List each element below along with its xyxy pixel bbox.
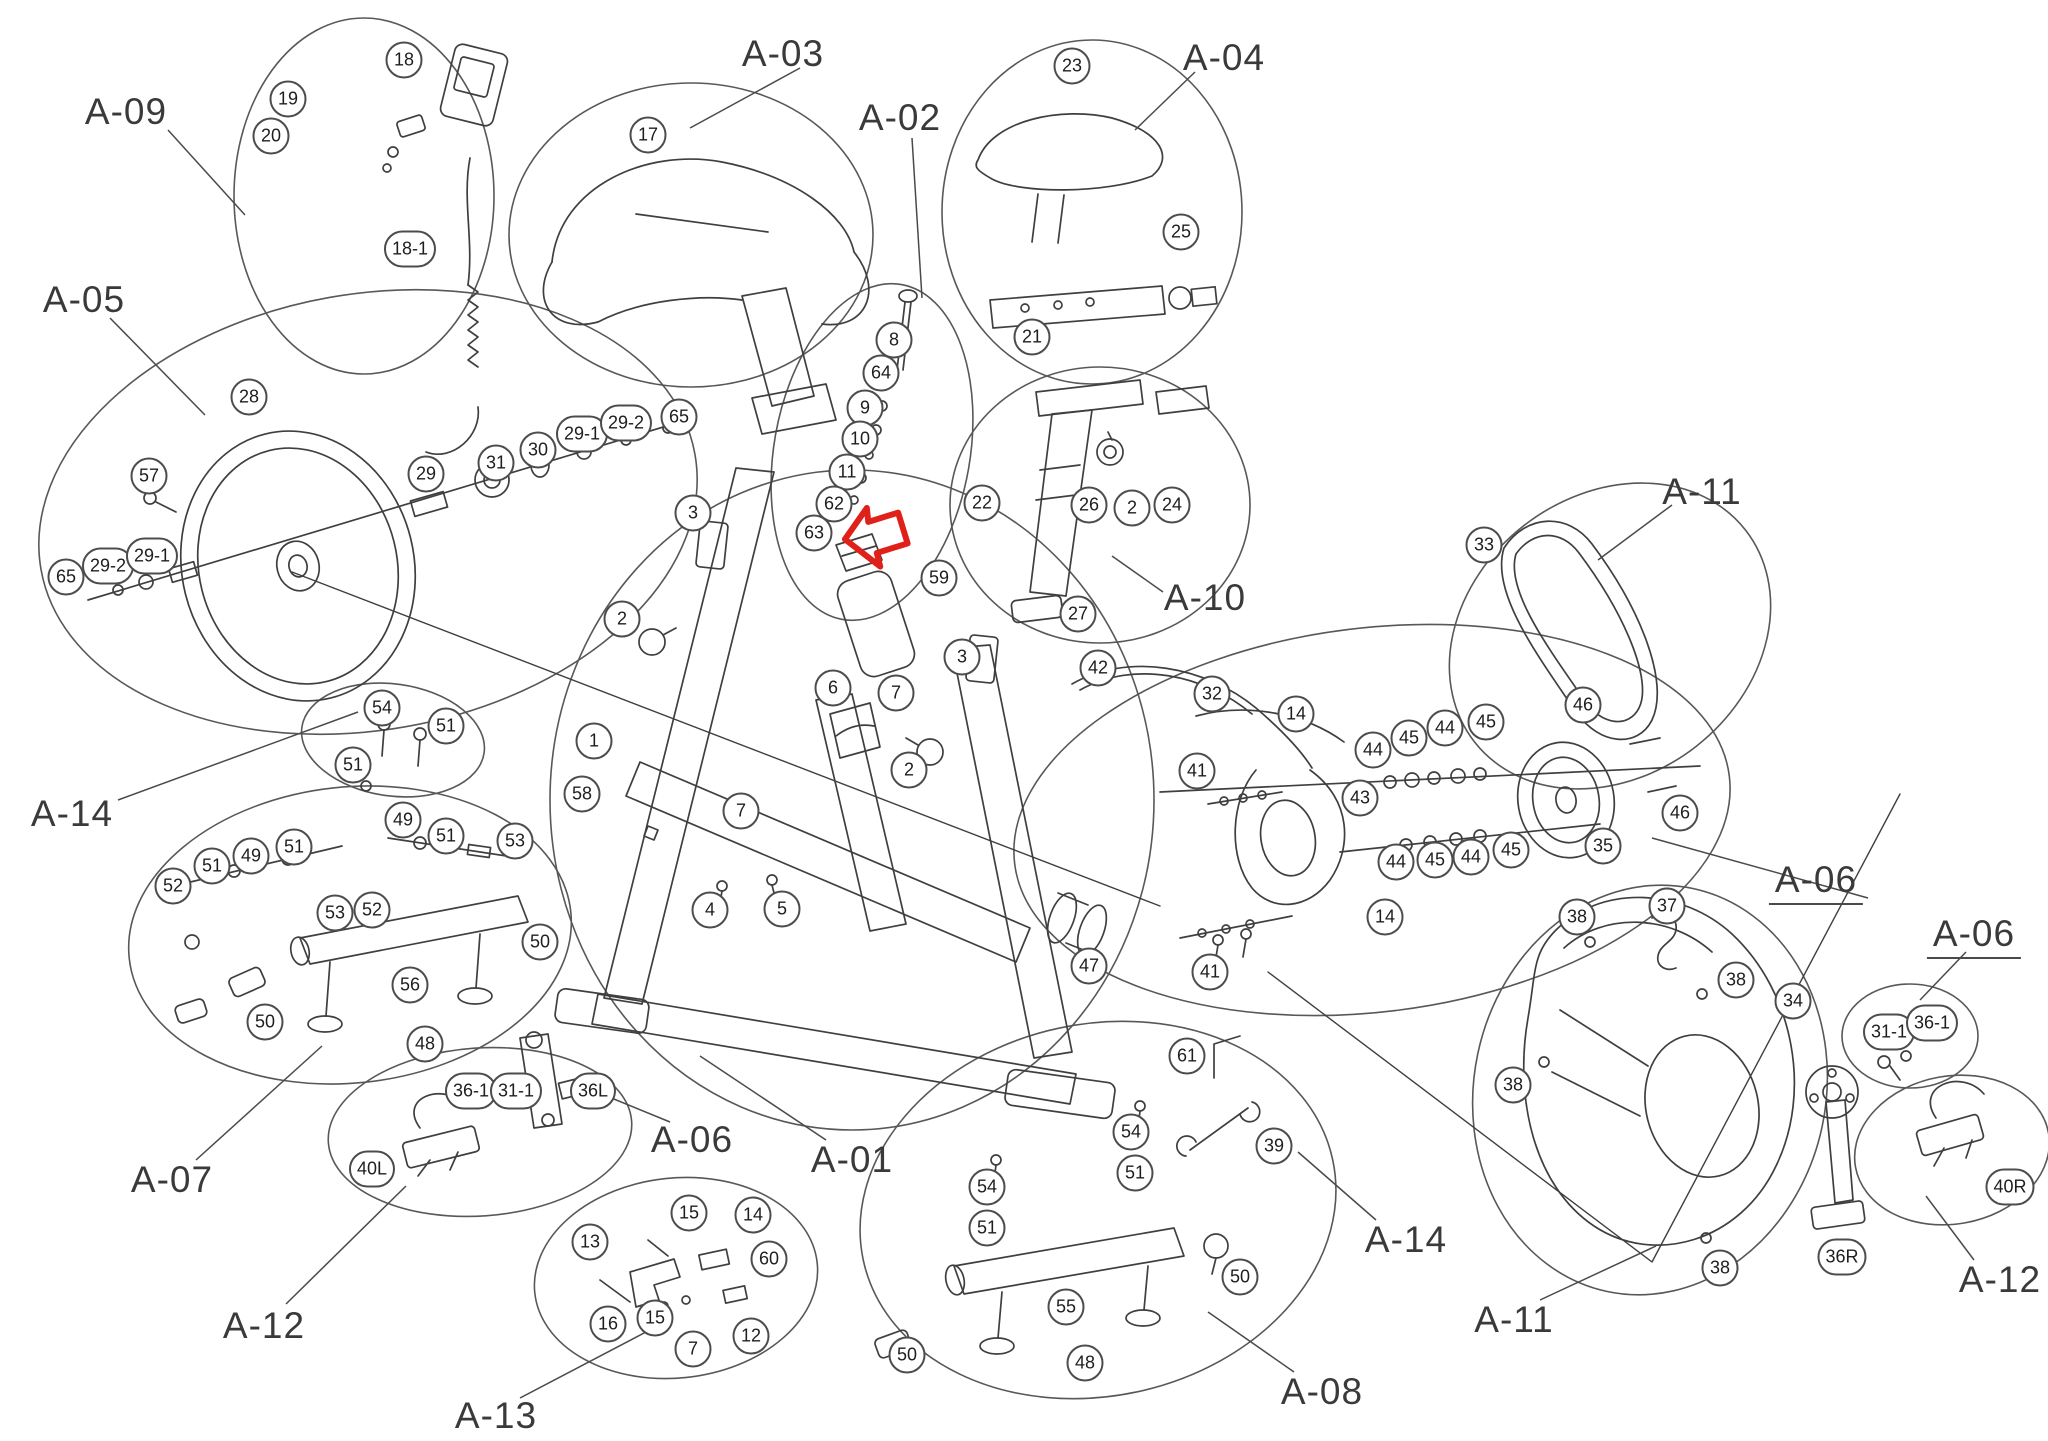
stabilizer-front-art — [174, 836, 529, 1033]
red-highlight-arrow-icon — [841, 504, 911, 570]
belt-art — [1500, 520, 1659, 741]
leader-lines — [109, 67, 1975, 1399]
console-art — [382, 43, 509, 455]
pedal-right-art — [1805, 1050, 1985, 1230]
flywheel-axle-art — [87, 421, 681, 702]
stabilizer-rear-art — [874, 1035, 1261, 1359]
pedal-left-art — [401, 1031, 749, 1311]
seat-art — [975, 112, 1218, 329]
chainguard-art — [1522, 896, 1796, 1246]
small-hardware-art — [360, 717, 1252, 964]
handlebar-art — [542, 158, 870, 435]
ground-lines — [291, 571, 1901, 1263]
pole-bottle-art — [835, 289, 918, 678]
seatpost-art — [1010, 379, 1210, 624]
tension-cluster-art — [1071, 665, 1701, 939]
